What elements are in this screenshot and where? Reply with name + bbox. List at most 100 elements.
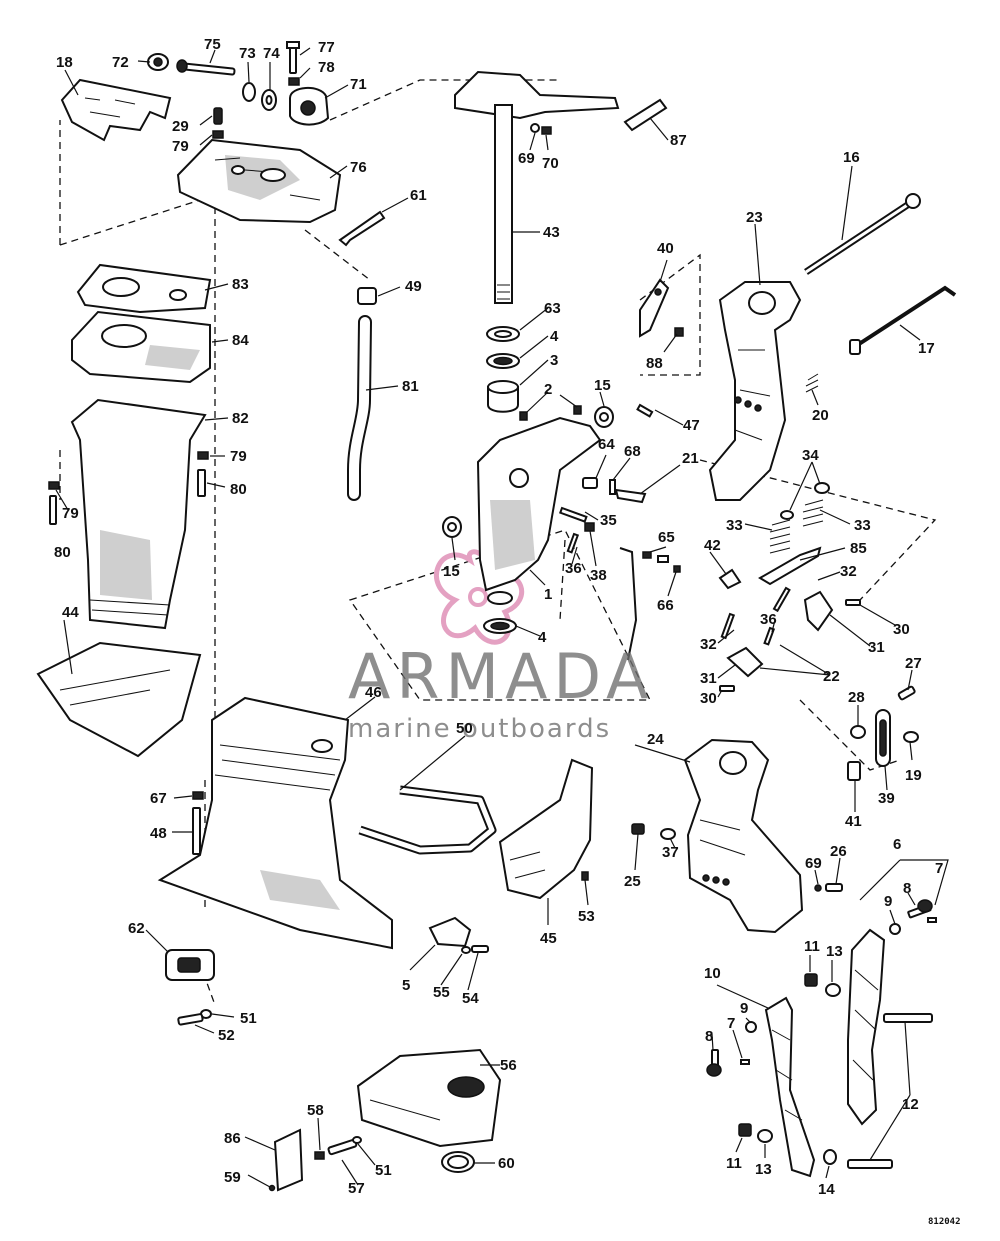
callout-6: 6 (893, 836, 901, 853)
part-64-sleeve (582, 477, 598, 489)
callout-11-upper: 11 (804, 938, 820, 955)
part-8-knob-left (706, 1049, 722, 1077)
callout-28: 28 (848, 689, 865, 706)
part-55-washer (461, 946, 471, 954)
part-26-screw (825, 883, 843, 892)
callout-26: 26 (830, 843, 847, 860)
callout-4-lower: 4 (538, 629, 547, 646)
callout-81: 81 (402, 378, 419, 395)
callout-37: 37 (662, 844, 679, 861)
part-60-seal-ring (441, 1151, 475, 1173)
part-53-screw (581, 871, 589, 881)
part-30-screw-lower (719, 685, 735, 692)
callout-43: 43 (543, 224, 560, 241)
callout-63: 63 (544, 300, 561, 317)
callout-68: 68 (624, 443, 641, 460)
callout-20: 20 (812, 407, 829, 424)
callout-51-bottom: 51 (375, 1162, 392, 1179)
part-32-pin-upper (772, 586, 791, 613)
part-75-long-bolt (176, 59, 236, 76)
callout-15-right: 15 (594, 377, 611, 394)
part-15-washer-left (442, 516, 462, 538)
part-17-tilt-lever (849, 285, 957, 355)
part-23-clamp-bracket (708, 281, 802, 501)
part-36-pin-right (763, 626, 776, 646)
callout-78: 78 (318, 59, 335, 76)
callout-74: 74 (263, 45, 280, 62)
callout-11-lower: 11 (726, 1155, 742, 1172)
callout-31-right: 31 (868, 639, 885, 656)
callout-18: 18 (56, 54, 73, 71)
part-79-nut-top (212, 130, 224, 139)
callout-50: 50 (456, 720, 473, 737)
callout-71: 71 (350, 76, 367, 93)
callout-22: 22 (823, 668, 840, 685)
callout-31-left: 31 (700, 670, 717, 687)
callout-82: 82 (232, 410, 249, 427)
callout-51-left: 51 (240, 1010, 257, 1027)
part-45-cover (498, 758, 594, 900)
callout-27: 27 (905, 655, 922, 672)
callout-73: 73 (239, 45, 256, 62)
callout-69-top: 69 (518, 150, 535, 167)
callout-36-left: 36 (565, 560, 582, 577)
callout-39: 39 (878, 790, 895, 807)
callout-88: 88 (646, 355, 663, 372)
part-19-washer (903, 731, 919, 743)
callout-80-left: 80 (54, 544, 71, 561)
callout-84: 84 (232, 332, 249, 349)
part-47-pin (636, 403, 654, 418)
part-7-pin-right (927, 917, 937, 923)
callout-17: 17 (918, 340, 935, 357)
callout-4-upper: 4 (550, 328, 559, 345)
part-8-knob-right (907, 899, 933, 919)
callout-55: 55 (433, 984, 450, 1001)
callout-86: 86 (224, 1130, 241, 1147)
part-66-screw (673, 565, 681, 573)
part-18-gasket-plate (60, 78, 172, 142)
part-1-swivel-bracket (476, 416, 602, 605)
part-20-spring (805, 373, 819, 393)
part-39-link (875, 709, 891, 767)
watermark: ARMADA marine outboards (348, 640, 648, 744)
callout-41: 41 (845, 813, 862, 830)
callout-76: 76 (350, 159, 367, 176)
part-80-bolt-right (197, 469, 206, 497)
part-49-grommet (357, 287, 377, 305)
callout-75: 75 (204, 36, 221, 53)
callout-40: 40 (657, 240, 674, 257)
callout-35: 35 (600, 512, 617, 529)
part-33-spring-left (769, 519, 791, 554)
callout-53: 53 (578, 908, 595, 925)
part-27-bolt (897, 685, 916, 701)
callout-70: 70 (542, 155, 559, 172)
callout-15-left: 15 (443, 563, 460, 580)
part-6-stern-bracket (847, 928, 886, 1126)
part-12-bolt-upper (883, 1013, 933, 1023)
callout-46: 46 (365, 684, 382, 701)
part-65-linkage-rod (619, 547, 669, 661)
callout-30-left: 30 (700, 690, 717, 707)
callout-9-right: 9 (884, 893, 892, 910)
callout-66: 66 (657, 597, 674, 614)
part-69-nut-top (530, 123, 540, 133)
part-79-nut-left (48, 481, 60, 490)
part-56-lower-cover (356, 1048, 502, 1148)
part-72-cap (147, 53, 169, 71)
part-29-screw (213, 107, 223, 125)
callout-69-lower: 69 (805, 855, 822, 872)
part-48-bolt (192, 807, 201, 855)
callout-14: 14 (818, 1181, 835, 1198)
callout-2: 2 (544, 381, 552, 398)
part-38-nut (584, 522, 595, 532)
part-69-washer-lower (814, 884, 822, 892)
callout-5: 5 (402, 977, 410, 994)
callout-36-right: 36 (760, 611, 777, 628)
callout-23: 23 (746, 209, 763, 226)
callout-21: 21 (682, 450, 699, 467)
part-78-nut (288, 77, 300, 86)
part-42-lock (718, 568, 742, 590)
callout-72: 72 (112, 54, 129, 71)
part-88-screw (674, 327, 684, 337)
